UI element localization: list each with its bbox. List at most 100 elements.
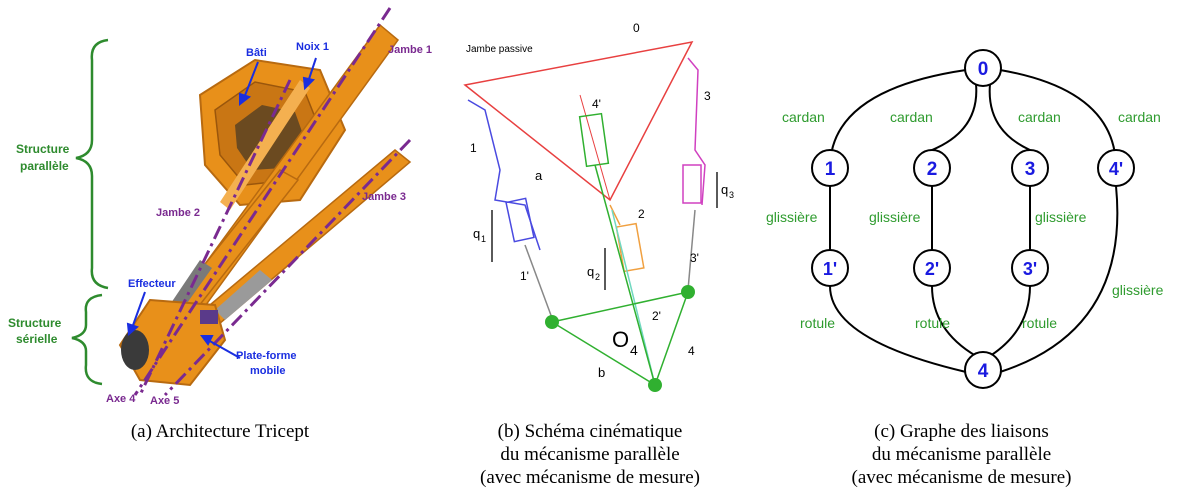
label-0: 0: [633, 21, 640, 35]
label-plateforme-2: mobile: [250, 365, 285, 377]
caption-c-line3: (avec mécanisme de mesure): [851, 467, 1072, 488]
brace-parallel: [75, 38, 109, 290]
label-b: b: [598, 365, 605, 380]
label-jambe1: Jambe 1: [388, 44, 432, 56]
pointer-arrows: [126, 57, 317, 359]
node-4: 4: [964, 351, 1002, 389]
label-structure-parallele-2: parallèle: [20, 159, 69, 173]
panel-kinematic-scheme: 0 Jambe passive 1 1' 2 2' 3 3' 4 4' a b …: [440, 0, 740, 497]
link-graph: 0 1 2 3 4' 1' 2' 3' 4 cardan cardan card…: [766, 49, 1164, 389]
label-structure-parallele-1: Structure: [16, 142, 70, 156]
label-glissiere-2: glissière: [869, 209, 921, 225]
label-cardan-1: cardan: [782, 109, 825, 125]
leg-1p: [524, 244, 553, 319]
caption-b-line1: (b) Schéma cinématique: [497, 421, 683, 442]
panel-tricept-architecture: Bâti Noix 1 Jambe 1 Jambe 2 Jambe 3 Stru…: [0, 0, 440, 497]
svg-text:1: 1: [825, 159, 836, 180]
label-q2-sub: 2: [595, 272, 600, 282]
label-q1-sub: 1: [481, 234, 486, 244]
axis-jambe2: [138, 79, 292, 396]
platform-joints: [545, 285, 695, 392]
caption-b: (b) Schéma cinématique du mécanisme para…: [440, 420, 740, 489]
svg-text:3: 3: [1025, 159, 1036, 180]
label-structure-serielle-1: Structure: [8, 316, 62, 330]
node-2: 2: [913, 149, 951, 187]
caption-a-line1: (a) Architecture Tricept: [130, 421, 310, 442]
robot-body: [118, 23, 412, 387]
node-1: 1: [811, 149, 849, 187]
label-glissiere-3: glissière: [1035, 209, 1087, 225]
label-glissiere-1: glissière: [766, 209, 818, 225]
label-q3: q: [721, 182, 728, 197]
leg-1: [467, 99, 541, 251]
label-cardan-2: cardan: [890, 109, 933, 125]
svg-text:0: 0: [978, 59, 989, 80]
caption-b-line2: du mécanisme parallèle: [500, 444, 680, 465]
passive-link: [579, 94, 611, 201]
caption-c-line2: du mécanisme parallèle: [871, 444, 1052, 465]
brace-serial: [71, 293, 103, 386]
label-4p: 4': [592, 97, 601, 111]
leg-3: [682, 57, 706, 206]
label-axe5: Axe 5: [150, 395, 179, 407]
axis-jambe1: [133, 7, 392, 396]
leg-2: [609, 204, 645, 273]
label-effecteur: Effecteur: [128, 278, 176, 290]
edge-labels: cardan cardan cardan cardan glissière gl…: [766, 109, 1164, 331]
node-4p: 4': [1097, 149, 1135, 187]
label-2: 2: [638, 207, 645, 221]
label-plateforme-1: Plate-forme: [236, 350, 297, 362]
caption-c: (c) Graphe des liaisons du mécanisme par…: [740, 420, 1183, 489]
svg-text:4': 4': [1109, 159, 1123, 179]
leg-3p: [687, 209, 696, 291]
label-3: 3: [704, 89, 711, 103]
q-arrows: [491, 172, 718, 290]
label-1: 1: [470, 141, 477, 155]
label-rotule-3: rotule: [1022, 315, 1057, 331]
label-glissiere-4: glissière: [1112, 282, 1164, 298]
node-0: 0: [964, 49, 1002, 87]
tricept-illustration: Bâti Noix 1 Jambe 1 Jambe 2 Jambe 3 Stru…: [8, 7, 432, 407]
label-rotule-2: rotule: [915, 315, 950, 331]
label-cardan-3: cardan: [1018, 109, 1061, 125]
label-jambe3: Jambe 3: [362, 191, 406, 203]
label-rotule-1: rotule: [800, 315, 835, 331]
svg-text:1': 1': [823, 259, 837, 279]
label-noix1: Noix 1: [296, 41, 329, 53]
axis-lines: [133, 7, 412, 397]
graph-nodes: 0 1 2 3 4' 1' 2' 3' 4: [811, 49, 1135, 389]
axis-jambe3: [163, 138, 412, 397]
label-cardan-4: cardan: [1118, 109, 1161, 125]
graph-edges: [829, 69, 1119, 373]
base-triangle: [463, 40, 694, 202]
label-bati: Bâti: [246, 47, 267, 59]
label-q3-sub: 3: [729, 190, 734, 200]
node-2p: 2': [913, 249, 951, 287]
label-o4-sub: 4: [630, 342, 638, 358]
svg-text:3': 3': [1023, 259, 1037, 279]
caption-b-line3: (avec mécanisme de mesure): [480, 467, 700, 488]
passive-leg: [578, 112, 656, 386]
label-o4: O: [612, 327, 629, 352]
label-2p: 2': [652, 309, 661, 323]
kinematic-scheme: 0 Jambe passive 1 1' 2 2' 3 3' 4 4' a b …: [463, 21, 734, 392]
label-jambe-passive: Jambe passive: [466, 44, 533, 55]
caption-c-line1: (c) Graphe des liaisons: [874, 421, 1049, 442]
node-3: 3: [1011, 149, 1049, 187]
label-3p: 3': [690, 251, 699, 265]
svg-text:4: 4: [978, 361, 989, 382]
panel-link-graph: 0 1 2 3 4' 1' 2' 3' 4 cardan cardan card…: [740, 0, 1183, 497]
label-4: 4: [688, 344, 695, 358]
caption-a: (a) Architecture Tricept: [0, 420, 440, 443]
label-jambe2: Jambe 2: [156, 207, 200, 219]
label-structure-serielle-2: sérielle: [16, 332, 58, 346]
label-axe4: Axe 4: [106, 393, 136, 405]
label-q1: q: [473, 226, 480, 241]
platform-triangle: [550, 290, 690, 387]
svg-text:2: 2: [927, 159, 938, 180]
label-a: a: [535, 168, 543, 183]
svg-text:2': 2': [925, 259, 939, 279]
label-1p: 1': [520, 269, 529, 283]
node-1p: 1': [811, 249, 849, 287]
leg-2p: [611, 209, 656, 386]
